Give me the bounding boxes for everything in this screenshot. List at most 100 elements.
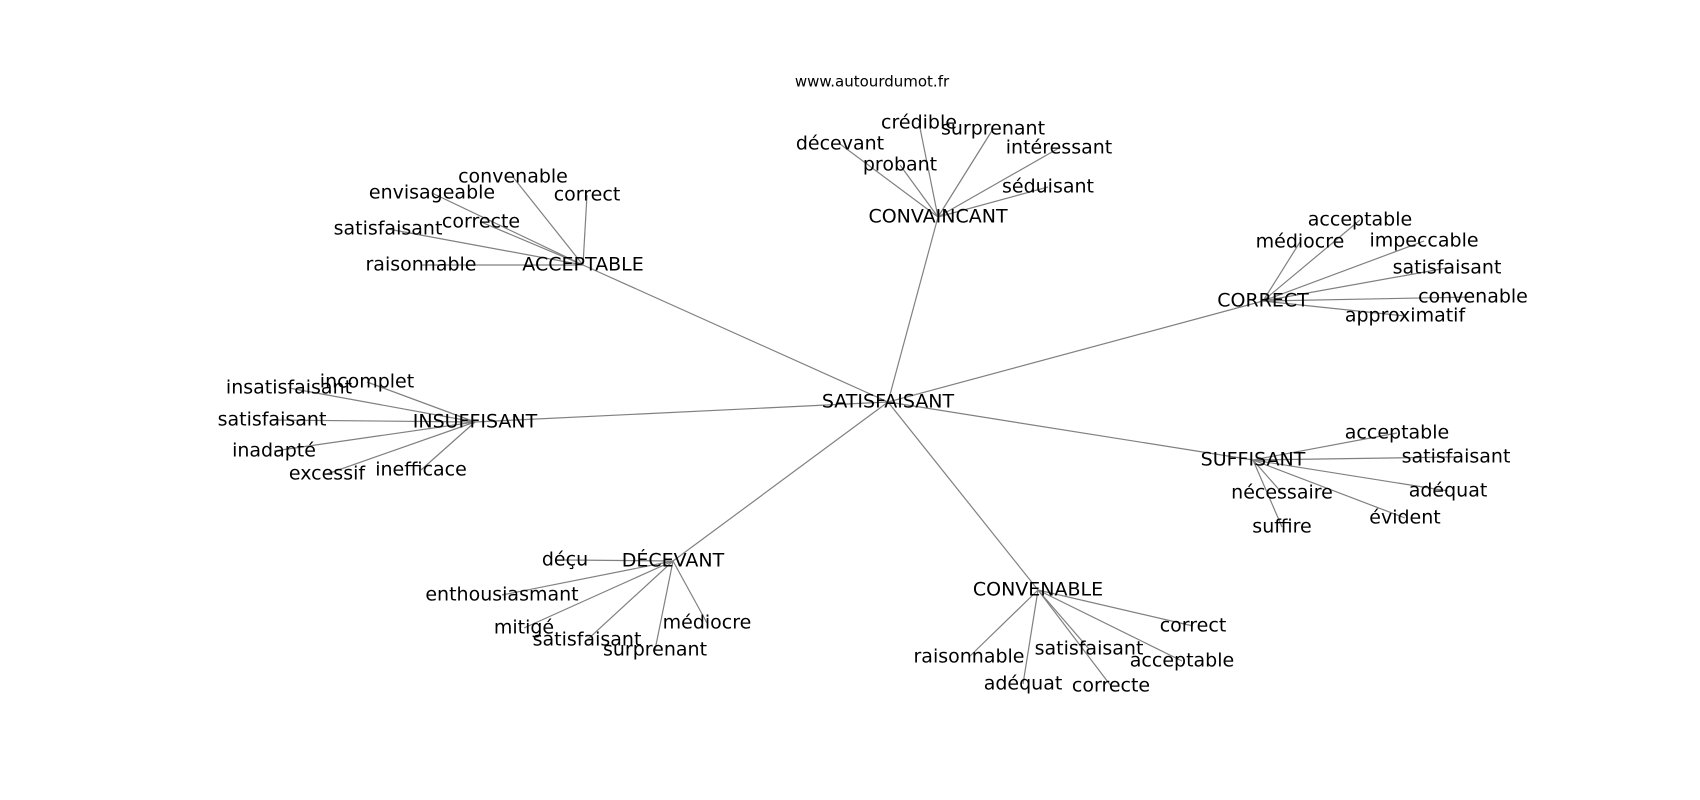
- edge-center-to-group: [887, 300, 1264, 403]
- child-node[interactable]: incomplet: [320, 371, 414, 393]
- source-watermark: www.autourdumot.fr: [795, 73, 950, 91]
- edge-group-to-child: [288, 387, 476, 423]
- edge-group-to-child: [839, 143, 939, 218]
- edge-group-to-child: [672, 560, 708, 624]
- group-node[interactable]: CONVENABLE: [973, 579, 1103, 601]
- child-node[interactable]: convenable: [1418, 286, 1528, 308]
- edge-group-to-child: [1037, 589, 1112, 687]
- child-node[interactable]: surprenant: [941, 118, 1045, 140]
- child-node[interactable]: acceptable: [1308, 209, 1412, 231]
- child-node[interactable]: suffire: [1252, 516, 1311, 538]
- edge-group-to-child: [1252, 456, 1457, 461]
- edge-group-to-child: [937, 147, 1060, 218]
- group-node[interactable]: CORRECT: [1217, 290, 1309, 312]
- child-node[interactable]: médiocre: [663, 612, 752, 634]
- child-node[interactable]: impeccable: [1369, 230, 1478, 252]
- edge-group-to-child: [1037, 589, 1090, 650]
- child-node[interactable]: satisfaisant: [1402, 446, 1511, 468]
- edge-group-to-child: [1022, 589, 1039, 685]
- child-node[interactable]: convenable: [458, 166, 568, 188]
- edge-group-to-child: [968, 589, 1039, 658]
- child-node[interactable]: insatisfaisant: [226, 377, 352, 399]
- edge-group-to-child: [1262, 219, 1361, 302]
- edge-group-to-child: [1262, 241, 1301, 302]
- edge-group-to-child: [1252, 459, 1283, 528]
- group-node[interactable]: INSUFFISANT: [413, 411, 538, 433]
- edge-group-to-child: [1262, 296, 1474, 302]
- edge-group-to-child: [1262, 267, 1448, 302]
- child-node[interactable]: raisonnable: [913, 646, 1024, 668]
- edge-group-to-child: [586, 560, 674, 641]
- edge-group-to-child: [1252, 459, 1449, 492]
- child-node[interactable]: crédible: [881, 112, 957, 134]
- child-node[interactable]: correct: [1160, 615, 1227, 637]
- edge-group-to-child: [480, 221, 584, 266]
- child-node[interactable]: séduisant: [1002, 176, 1094, 198]
- edge-group-to-child: [918, 122, 939, 218]
- edge-group-to-child: [937, 186, 1049, 218]
- child-node[interactable]: approximatif: [1345, 305, 1467, 327]
- graph-edges: [271, 122, 1474, 687]
- child-node[interactable]: évident: [1369, 507, 1440, 529]
- child-node[interactable]: correcte: [1072, 675, 1150, 697]
- edge-group-to-child: [564, 559, 674, 562]
- edge-group-to-child: [273, 421, 476, 452]
- edge-group-to-child: [387, 228, 584, 266]
- child-node[interactable]: acceptable: [1130, 650, 1234, 672]
- child-node[interactable]: acceptable: [1345, 422, 1449, 444]
- child-node[interactable]: satisfaisant: [218, 409, 327, 431]
- edge-group-to-child: [899, 164, 939, 218]
- edge-center-to-group: [887, 401, 1039, 591]
- child-node[interactable]: correct: [554, 184, 621, 206]
- edge-center-to-group: [887, 401, 1254, 461]
- edge-group-to-child: [1037, 589, 1183, 662]
- child-node[interactable]: correcte: [442, 211, 520, 233]
- edge-group-to-child: [1262, 240, 1425, 302]
- child-node[interactable]: satisfaisant: [1393, 257, 1502, 279]
- child-node[interactable]: médiocre: [1256, 231, 1345, 253]
- child-node[interactable]: adéquat: [984, 673, 1063, 695]
- child-node[interactable]: satisfaisant: [334, 218, 443, 240]
- child-node[interactable]: raisonnable: [365, 254, 476, 276]
- group-node[interactable]: SUFFISANT: [1201, 449, 1306, 471]
- edge-group-to-child: [366, 381, 476, 423]
- graph-labels: SATISFAISANTCONVAINCANTdécevantcrédibles…: [218, 112, 1528, 697]
- child-node[interactable]: intéressant: [1006, 137, 1112, 159]
- edge-group-to-child: [512, 176, 584, 266]
- edge-center-to-group: [474, 401, 889, 423]
- child-node[interactable]: enthousiasmant: [425, 584, 578, 606]
- child-node[interactable]: inadapté: [232, 440, 316, 462]
- edge-group-to-child: [1037, 589, 1194, 627]
- child-node[interactable]: envisageable: [369, 182, 495, 204]
- edge-group-to-child: [582, 194, 588, 266]
- child-node[interactable]: mitigé: [494, 617, 554, 639]
- child-node[interactable]: adéquat: [1409, 480, 1488, 502]
- edge-group-to-child: [501, 560, 674, 596]
- group-node[interactable]: CONVAINCANT: [868, 206, 1008, 228]
- edge-group-to-child: [420, 421, 476, 471]
- group-node[interactable]: ACCEPTABLE: [522, 254, 643, 276]
- child-node[interactable]: nécessaire: [1231, 482, 1333, 504]
- edge-group-to-child: [523, 560, 674, 629]
- edge-group-to-child: [1262, 300, 1406, 317]
- edge-group-to-child: [431, 192, 584, 266]
- child-node[interactable]: surprenant: [603, 639, 707, 661]
- edge-group-to-child: [326, 421, 476, 475]
- group-node[interactable]: DÉCEVANT: [622, 549, 725, 572]
- child-node[interactable]: inefficace: [375, 459, 467, 481]
- edge-center-to-group: [672, 401, 889, 562]
- child-node[interactable]: probant: [863, 154, 937, 176]
- center-node[interactable]: SATISFAISANT: [822, 391, 955, 413]
- child-node[interactable]: excessif: [289, 463, 366, 485]
- edge-group-to-child: [654, 560, 674, 651]
- child-node[interactable]: satisfaisant: [1035, 638, 1144, 660]
- child-node[interactable]: déçu: [542, 549, 588, 571]
- edge-center-to-group: [887, 216, 939, 403]
- edge-center-to-group: [582, 264, 889, 403]
- child-node[interactable]: décevant: [796, 133, 884, 155]
- edge-group-to-child: [937, 128, 994, 218]
- child-node[interactable]: satisfaisant: [533, 629, 642, 651]
- edge-group-to-child: [1252, 432, 1398, 461]
- edge-group-to-child: [1252, 459, 1283, 494]
